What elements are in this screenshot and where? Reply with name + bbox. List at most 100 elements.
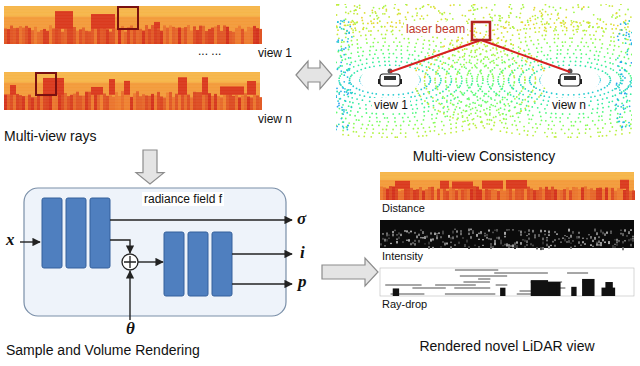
lidar-point (439, 92, 441, 94)
scan-line (4, 101, 260, 102)
lidar-point (360, 127, 362, 129)
lidar-point (476, 67, 478, 69)
lidar-point (418, 55, 420, 57)
lidar-point (494, 99, 496, 101)
lidar-point (528, 105, 530, 107)
lidar-point (612, 89, 614, 91)
lidar-point (535, 87, 537, 89)
lidar-point (474, 50, 476, 52)
lidar-point (361, 116, 363, 118)
lidar-point (510, 73, 512, 75)
lidar-point (534, 7, 536, 9)
range-pixels (184, 27, 187, 44)
range-pixels (232, 86, 235, 94)
lidar-point (604, 56, 606, 58)
lidar-point (369, 120, 371, 122)
range-pixels (181, 93, 184, 110)
lidar-point (382, 113, 384, 115)
lidar-point (400, 132, 402, 134)
scan-line (4, 77, 260, 78)
lidar-point (453, 111, 455, 113)
lidar-point (610, 36, 612, 38)
lidar-point (506, 131, 508, 133)
lidar-point (470, 73, 472, 75)
lidar-point (521, 90, 523, 92)
lidar-point (623, 97, 625, 99)
scan-line (4, 20, 260, 21)
lidar-point (353, 127, 355, 129)
lidar-point (468, 70, 470, 72)
lidar-point (539, 123, 541, 125)
lidar-point (377, 41, 379, 43)
lidar-point (445, 88, 447, 90)
range-pixels (85, 31, 88, 44)
lidar-point (401, 57, 403, 59)
lidar-point (528, 49, 530, 51)
lidar-point (527, 114, 529, 116)
lidar-point (618, 46, 620, 48)
lidar-point (488, 58, 490, 60)
lidar-point (555, 26, 557, 28)
lidar-point (450, 123, 452, 125)
lidar-point (349, 101, 351, 103)
lidar-point (421, 65, 423, 67)
lidar-point (562, 20, 564, 22)
lidar-point (414, 116, 416, 118)
lidar-point (589, 50, 591, 52)
lidar-point (541, 47, 543, 49)
range-pixels (106, 29, 109, 44)
lidar-point (446, 99, 448, 101)
range-pixels (220, 31, 223, 44)
lidar-point (504, 62, 506, 64)
lidar-point (610, 110, 612, 112)
lidar-point (581, 38, 583, 40)
lidar-point (489, 109, 491, 111)
lidar-point (498, 109, 500, 111)
lidar-point (508, 110, 510, 112)
lidar-point (423, 119, 425, 121)
range-pixels (220, 86, 223, 94)
lidar-point (432, 53, 434, 55)
lidar-point (423, 115, 425, 117)
lidar-point (531, 74, 533, 76)
lidar-point (401, 34, 403, 36)
lidar-point (578, 117, 580, 119)
range-pixels (226, 27, 229, 44)
lidar-point (567, 53, 569, 55)
lidar-point (462, 14, 464, 16)
lidar-point (530, 62, 532, 64)
lidar-point (556, 93, 558, 95)
lidar-point (529, 76, 531, 78)
lidar-point (503, 36, 505, 38)
lidar-point (443, 62, 445, 64)
lidar-point (345, 18, 347, 20)
lidar-point (346, 69, 348, 71)
lidar-point (532, 127, 534, 129)
lidar-point (429, 130, 431, 132)
lidar-point (528, 122, 530, 124)
lidar-point (433, 105, 435, 107)
lidar-point (602, 35, 604, 37)
lidar-point (424, 87, 426, 89)
lidar-point (465, 67, 467, 69)
view-label: view 1 (256, 46, 294, 60)
lidar-point (491, 54, 493, 56)
lidar-point (526, 61, 528, 63)
range-pixels (88, 31, 91, 44)
lidar-point (475, 127, 477, 129)
lidar-point (414, 124, 416, 126)
lidar-point (588, 105, 590, 107)
lidar-point (467, 74, 469, 76)
lidar-point (401, 45, 403, 47)
range-pixels (178, 28, 181, 44)
lidar-point (477, 59, 479, 61)
lidar-point (336, 112, 338, 114)
lidar-point (559, 117, 561, 119)
lidar-point (554, 42, 556, 44)
lidar-point (400, 49, 402, 51)
lidar-point (597, 59, 599, 61)
lidar-point (452, 55, 454, 57)
range-pixels (28, 95, 31, 110)
lidar-point (594, 46, 596, 48)
lidar-point (382, 94, 384, 96)
